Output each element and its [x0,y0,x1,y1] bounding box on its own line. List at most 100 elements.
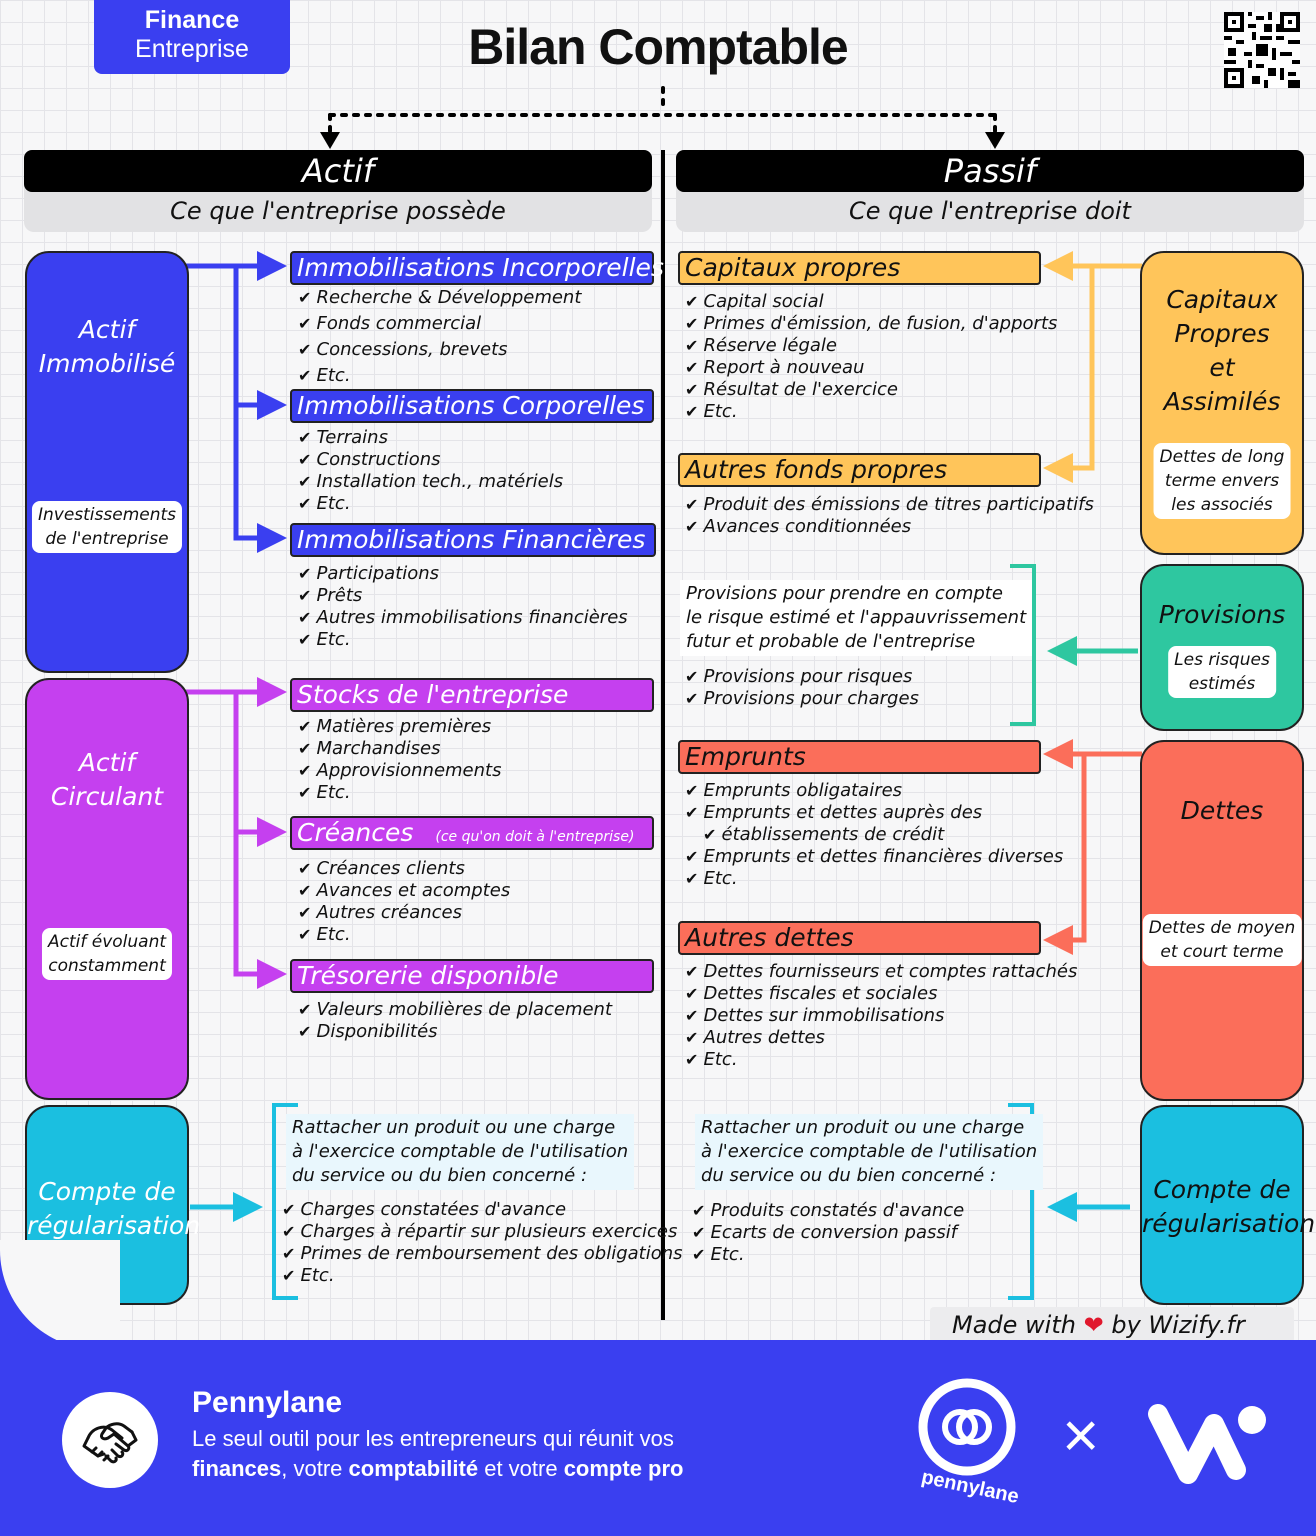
list-item: Autres immobilisations financières [298,607,628,629]
pill-line: estimés [1188,674,1256,694]
list-item: Etc. [298,365,581,387]
dettes-box: Dettes Dettes de moyen et court terme [1140,740,1304,1101]
list-item: Report à nouveau [685,357,1057,379]
list-creances: Créances clients Avances et acomptes Aut… [298,858,511,946]
actif-circulant-label1: Actif [78,748,136,777]
actif-regularisation-label1: Compte de [38,1177,176,1206]
section-immobilisations-incorporelles: Immobilisations Incorporelles [290,251,664,285]
times-icon: × [1062,1399,1100,1471]
list-immobilisations-corporelles: Terrains Constructions Installation tech… [298,427,564,515]
note-line: du service ou du bien concerné : [292,1165,588,1186]
list-item: Capital social [685,291,1057,313]
list-item: Participations [298,563,628,585]
list-provisions: Provisions pour risques Provisions pour … [685,666,919,710]
actif-circulant-box: Actif Circulant Actif évoluant constamme… [25,678,189,1100]
list-autres-dettes: Dettes fournisseurs et comptes rattachés… [685,961,1078,1071]
list-item: Provisions pour charges [685,688,919,710]
provisions-box: Provisions Les risques estimés [1140,564,1304,731]
list-item: Constructions [298,449,563,471]
list-item: Dettes sur immobilisations [685,1005,1077,1027]
footer-bold-finances: finances [192,1456,282,1481]
title-connector [320,86,1005,149]
list-item: Marchandises [298,738,501,760]
section-creances: Créances (ce qu'on doit à l'entreprise) [290,816,654,850]
list-item: Etc. [685,868,1063,890]
list-item: Fonds commercial [298,313,581,335]
list-item: Ecarts de conversion passif [692,1222,964,1244]
list-item: Primes d'émission, de fusion, d'apports [685,313,1058,335]
provisions-pill: Les risques estimés [1168,646,1276,698]
list-item: Charges constatées d'avance [282,1199,683,1221]
section-stocks: Stocks de l'entreprise [290,678,654,712]
pill-line2: constamment [48,956,166,976]
pill-line1: Investissements [37,505,177,525]
list-item: Dettes fournisseurs et comptes rattachés [685,961,1078,983]
pill-line1: Actif évoluant [47,932,167,952]
actif-circulant-pill: Actif évoluant constamment [41,928,173,980]
capitaux-label: Propres [1174,319,1270,348]
tag-line1: Finance [144,6,240,34]
note-line: à l'exercice comptable de l'utilisation [701,1141,1038,1162]
list-item: Réserve légale [685,335,1057,357]
list-item: Provisions pour risques [685,666,919,688]
list-item: Etc. [298,493,563,515]
list-item: Etc. [298,629,628,651]
list-item: Autres dettes [685,1027,1077,1049]
list-immobilisations-incorporelles: Recherche & Développement Fonds commerci… [298,287,582,387]
pill-line: Les risques [1174,650,1270,670]
list-immobilisations-financieres: Participations Prêts Autres immobilisati… [298,563,628,651]
pill-line: terme envers [1164,471,1280,491]
list-autres-fonds-propres: Produit des émissions de titres particip… [685,494,1094,538]
handshake-icon [62,1392,158,1488]
tag-line2: Entreprise [135,35,249,63]
list-item: Emprunts et dettes auprès des [685,802,1063,824]
list-tresorerie: Valeurs mobilières de placement Disponib… [298,999,613,1043]
list-item: Créances clients [298,858,510,880]
footer-banner: Pennylane Le seul outil pour les entrepr… [0,1340,1316,1536]
list-passif-regularisation: Produits constatés d'avance Ecarts de co… [692,1200,965,1266]
column-divider [661,150,665,1320]
list-emprunts: Emprunts obligataires Emprunts et dettes… [685,780,1064,890]
capitaux-label: Assimilés [1163,387,1281,416]
list-item: Autres créances [298,902,510,924]
section-emprunts: Emprunts [678,740,1041,774]
capitaux-label: et [1209,353,1235,382]
footer-bold-compte-pro: compte pro [563,1456,684,1481]
capitaux-pill: Dettes de long terme envers les associés [1153,443,1291,519]
passif-regularisation-note: Rattacher un produit ou une charge à l'e… [695,1114,1044,1190]
heart-icon: ❤ [1083,1311,1104,1339]
actif-title: Actif [24,150,652,192]
footer-line1: Le seul outil pour les entrepreneurs qui… [192,1426,674,1451]
list-item: Etc. [685,401,1057,423]
section-capitaux-propres: Capitaux propres [678,251,1041,285]
footer-brand: Pennylane [192,1386,343,1419]
pill-line: Dettes de long [1159,447,1285,467]
pennylane-logo-icon [918,1378,1016,1476]
list-item: Charges à répartir sur plusieurs exercic… [282,1221,683,1243]
list-item: Avances conditionnées [685,516,1094,538]
section-tresorerie: Trésorerie disponible [290,959,654,993]
list-item: Primes de remboursement des obligations [282,1243,683,1265]
list-item: Valeurs mobilières de placement [298,999,613,1021]
note-line: Rattacher un produit ou une charge [292,1117,616,1138]
note-line: du service ou du bien concerné : [701,1165,997,1186]
page-title: Bilan Comptable [468,19,848,75]
actif-regularisation-label2: régularisation [27,1211,201,1240]
passif-regularisation-label2: régularisation [1142,1209,1316,1238]
made-with-suffix: by Wizify.fr [1111,1311,1245,1339]
note-line: Rattacher un produit ou une charge [701,1117,1025,1138]
list-item: Disponibilités [298,1021,612,1043]
connector-arrows [182,251,1142,1300]
list-item: Emprunts et dettes financières diverses [685,846,1064,868]
actif-regularisation-note: Rattacher un produit ou une charge à l'e… [286,1114,635,1190]
actif-immobilise-label2: Immobilisé [38,349,176,378]
note-line: Provisions pour prendre en compte [686,583,1003,604]
list-item: Terrains [298,427,563,449]
actif-immobilise-pill: Investissements de l'entreprise [31,501,183,553]
capitaux-label: Capitaux [1166,285,1278,314]
passif-subtitle: Ce que l'entreprise doit [676,186,1304,232]
list-item: Matières premières [298,716,501,738]
list-item: Dettes fiscales et sociales [685,983,1077,1005]
list-actif-regularisation: Charges constatées d'avance Charges à ré… [282,1199,683,1287]
list-stocks: Matières premières Marchandises Approvis… [298,716,502,804]
